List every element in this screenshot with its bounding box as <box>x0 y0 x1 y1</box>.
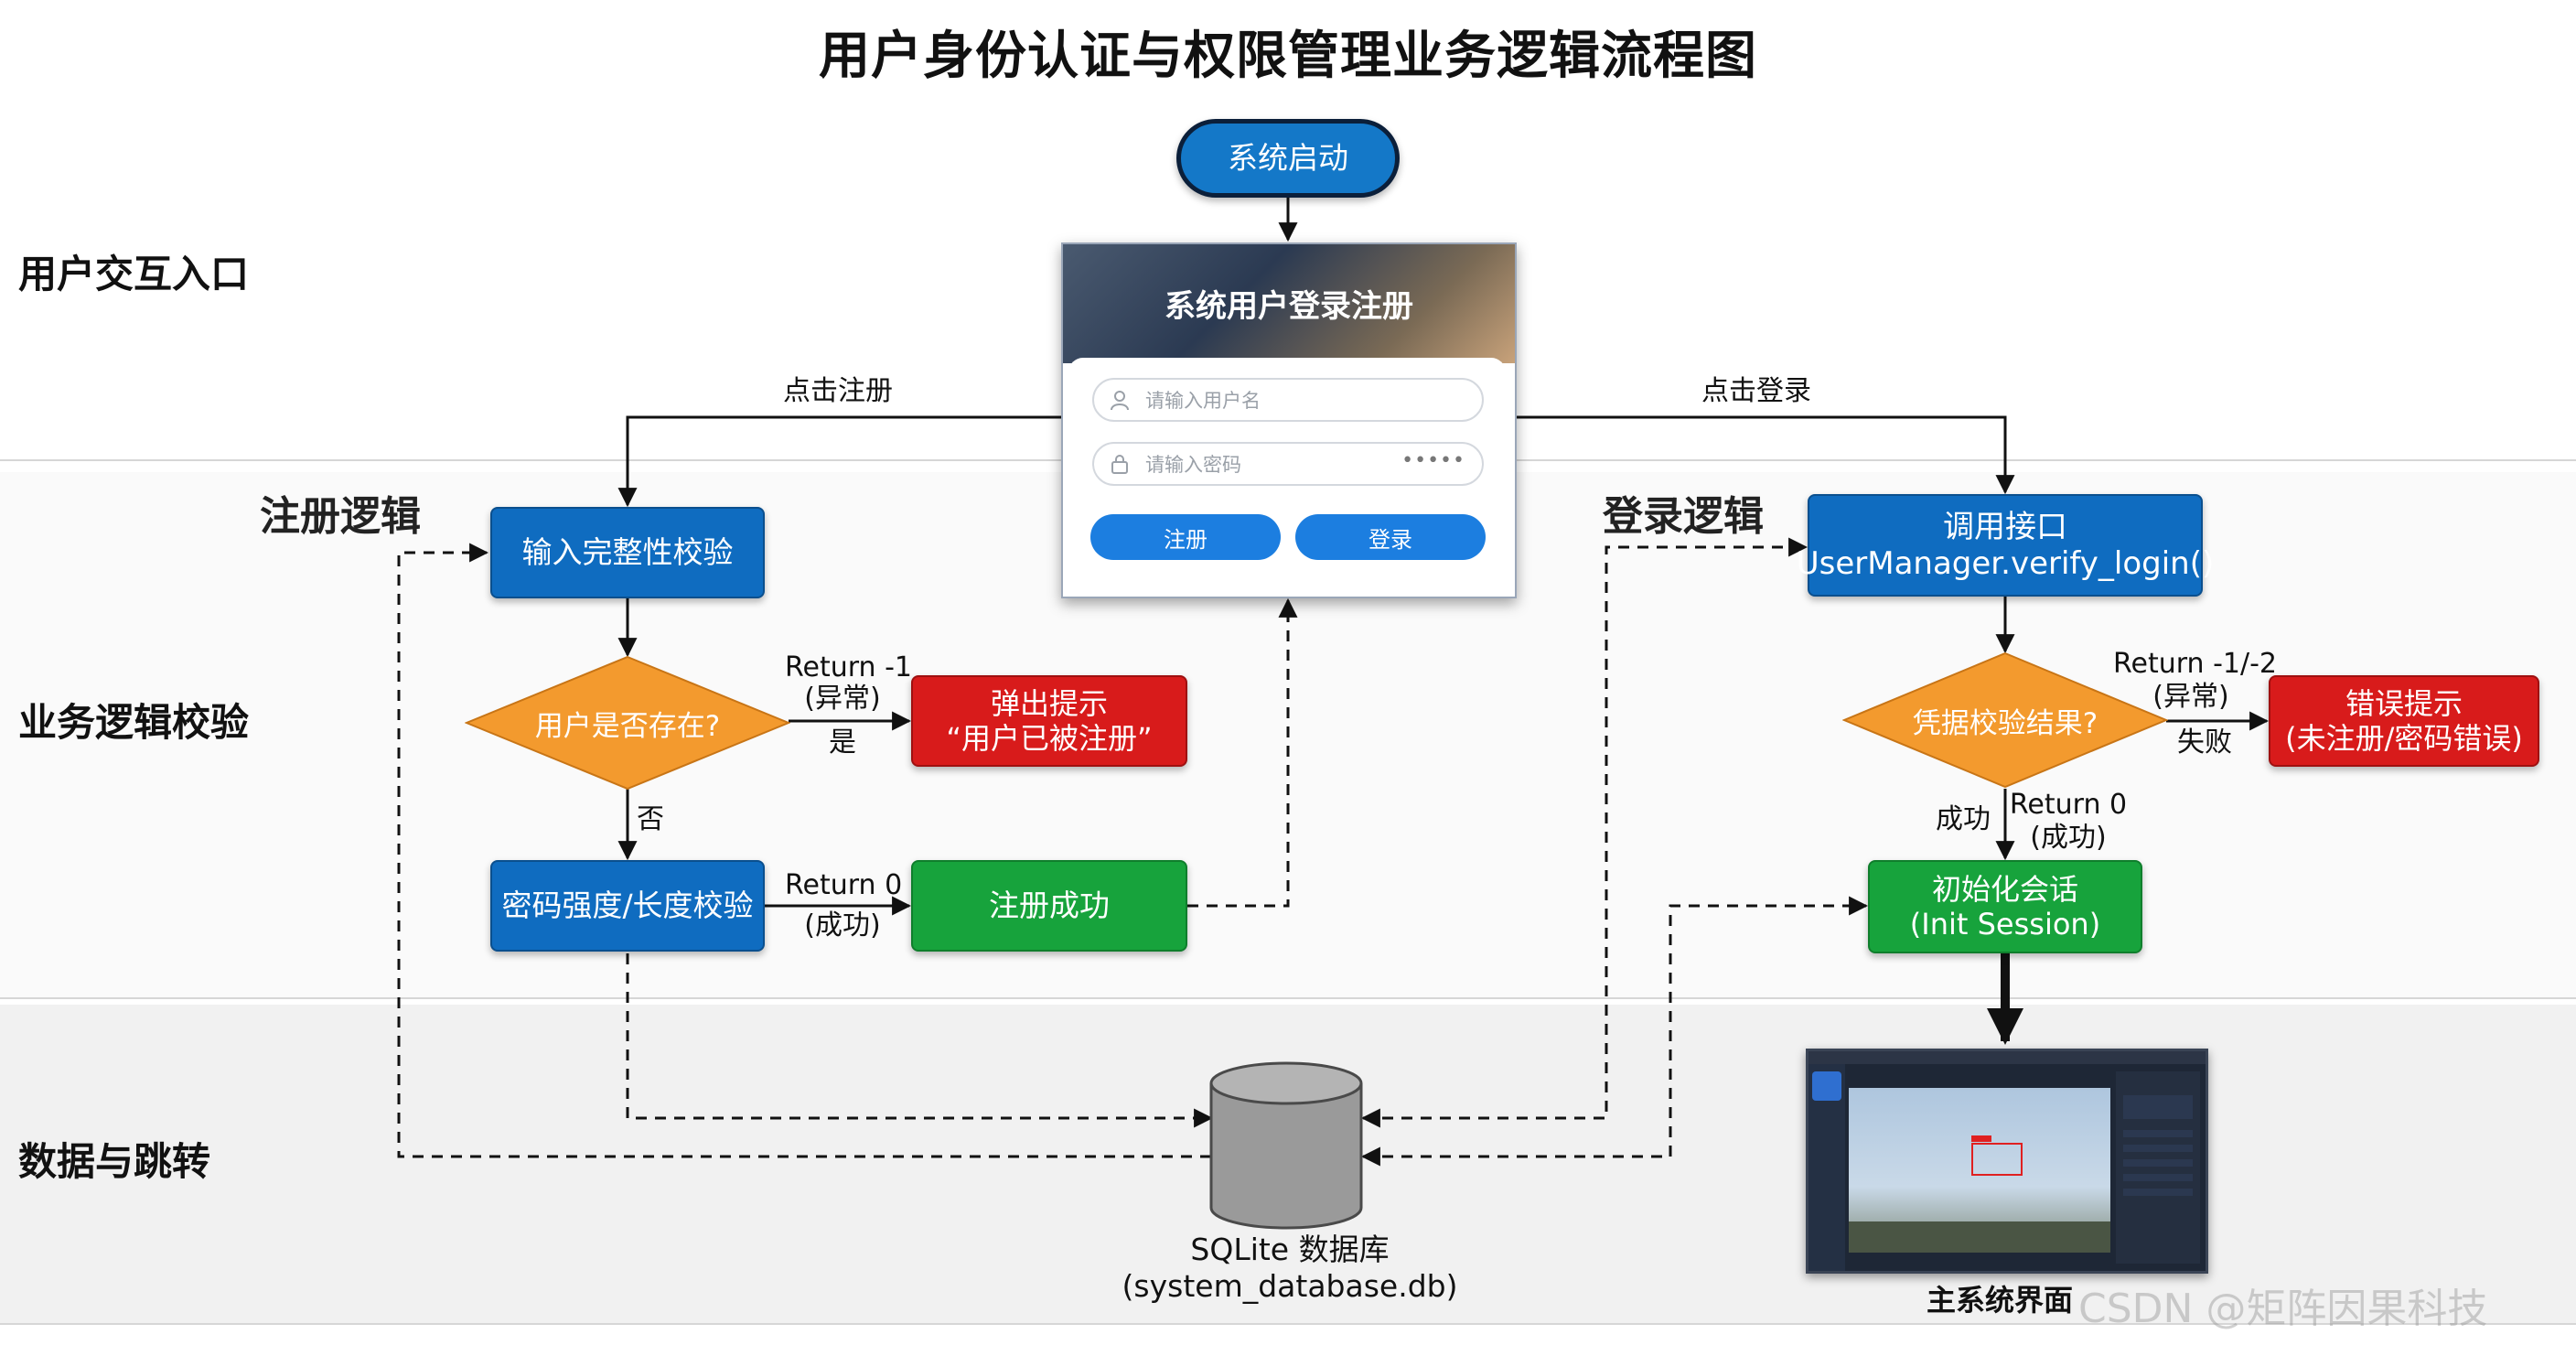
sqlite-database-icon <box>1209 1061 1363 1230</box>
tree-line <box>1849 1221 2110 1253</box>
node-label: 输入完整性校验 <box>521 534 734 570</box>
lane-divider <box>0 997 2576 999</box>
node-label-line1: 调用接口 <box>1943 509 2067 545</box>
screenshot-sidebar <box>1809 1064 1845 1271</box>
edge-label-no: 否 <box>637 803 664 835</box>
screenshot-video <box>1849 1088 2110 1253</box>
edge-label-return-0: Return 0 <box>2009 789 2128 821</box>
password-check-node: 密码强度/长度校验 <box>490 860 765 952</box>
drone-label-tag <box>1971 1135 1991 1142</box>
lane-label-data: 数据与跳转 <box>18 1139 211 1184</box>
login-button[interactable]: 登录 <box>1295 514 1486 560</box>
screenshot-side-panel <box>2116 1071 2200 1264</box>
user-exists-decision: 用户是否存在? <box>465 655 790 791</box>
section-label-login: 登录逻辑 <box>1603 493 1764 540</box>
panel-stat <box>2123 1095 2193 1119</box>
login-button-label: 登录 <box>1368 526 1412 553</box>
register-button[interactable]: 注册 <box>1090 514 1281 560</box>
edge-label-click-login: 点击登录 <box>1701 375 1811 407</box>
node-label-line2: “用户已被注册” <box>946 721 1153 756</box>
edge-label-yes: 是 <box>829 726 856 759</box>
page-title: 用户身份认证与权限管理业务逻辑流程图 <box>819 27 1757 86</box>
edge-label-abnormal: (异常) <box>804 683 881 715</box>
sidebar-active-item <box>1812 1071 1841 1101</box>
watermark: CSDN @矩阵因果科技 <box>2078 1286 2488 1332</box>
edge-click-register <box>617 415 1061 508</box>
login-header-image <box>1063 244 1515 363</box>
node-label: 用户是否存在? <box>534 709 721 743</box>
edge-label-success-paren: (成功) <box>2030 822 2107 854</box>
login-panel-title: 系统用户登录注册 <box>1165 288 1413 325</box>
edge-label-fail: 失败 <box>2177 726 2232 759</box>
edge-db-to-init <box>1360 896 1869 1167</box>
node-label-line1: 错误提示 <box>2345 686 2463 721</box>
diamond-shape <box>465 655 790 791</box>
diamond-shape <box>1842 651 2168 789</box>
node-label-line2: UserManager.verify_login() <box>1796 545 2215 582</box>
credential-result-decision: 凭据校验结果? <box>1842 651 2168 789</box>
input-integrity-check-node: 输入完整性校验 <box>490 507 765 598</box>
screenshot-titlebar <box>1809 1051 2206 1064</box>
start-node-label: 系统启动 <box>1228 140 1348 176</box>
node-label-line1: 初始化会话 <box>1931 872 2078 907</box>
verify-login-api-node: 调用接口 UserManager.verify_login() <box>1797 494 2214 597</box>
username-placeholder: 请输入用户名 <box>1145 390 1261 412</box>
edge-success-to-panel <box>1187 597 1298 908</box>
login-error-node: 错误提示 (未注册/密码错误) <box>2269 675 2539 767</box>
lane-label-logic: 业务逻辑校验 <box>18 700 250 745</box>
edge-label-return-neg1: Return -1 <box>785 651 912 683</box>
drone-detection-box <box>1971 1143 2023 1176</box>
password-field[interactable]: 请输入密码 ••••• <box>1092 442 1484 486</box>
database-label-line1: SQLite 数据库 <box>1190 1232 1390 1267</box>
lane-label-interaction: 用户交互入口 <box>18 252 250 296</box>
database-label-line2: (system_database.db) <box>1122 1268 1458 1304</box>
user-icon <box>1111 391 1129 411</box>
edge-label-return-0: Return 0 <box>785 869 903 901</box>
edge-label-success: (成功) <box>804 909 881 942</box>
register-success-node: 注册成功 <box>911 860 1187 952</box>
edge-label-click-register: 点击注册 <box>783 375 893 407</box>
edge-label-abnormal: (异常) <box>2152 681 2229 713</box>
init-session-node: 初始化会话 (Init Session) <box>1868 860 2142 953</box>
main-system-screenshot <box>1806 1049 2208 1274</box>
edge-pwd-to-db <box>626 953 1214 1128</box>
lane-divider <box>0 1323 2576 1325</box>
panel-list <box>2123 1130 2193 1203</box>
node-label-line2: (Init Session) <box>1909 907 2101 942</box>
already-registered-popup-node: 弹出提示 “用户已被注册” <box>911 675 1187 767</box>
edge-click-login <box>1515 415 2015 495</box>
node-label-line1: 弹出提示 <box>990 686 1108 721</box>
start-node: 系统启动 <box>1176 119 1400 198</box>
register-button-label: 注册 <box>1164 526 1208 553</box>
node-label: 凭据校验结果? <box>1912 706 2098 740</box>
edge-label-success: 成功 <box>1936 803 1991 835</box>
main-system-label: 主系统界面 <box>1927 1283 2074 1318</box>
edge-db-to-login <box>1360 537 1809 1128</box>
section-label-register: 注册逻辑 <box>260 493 421 540</box>
password-mask: ••••• <box>1401 449 1465 472</box>
lock-icon <box>1111 455 1128 474</box>
node-label: 注册成功 <box>989 888 1110 923</box>
node-label: 密码强度/长度校验 <box>501 888 754 923</box>
edge-label-return-neg1-neg2: Return -1/-2 <box>2113 648 2278 680</box>
database-label: SQLite 数据库 (system_database.db) <box>1079 1232 1500 1305</box>
node-label-line2: (未注册/密码错误) <box>2285 721 2523 756</box>
edge-left-loop <box>397 543 1211 1158</box>
username-field[interactable]: 请输入用户名 <box>1092 378 1484 422</box>
password-placeholder: 请输入密码 <box>1145 454 1241 476</box>
